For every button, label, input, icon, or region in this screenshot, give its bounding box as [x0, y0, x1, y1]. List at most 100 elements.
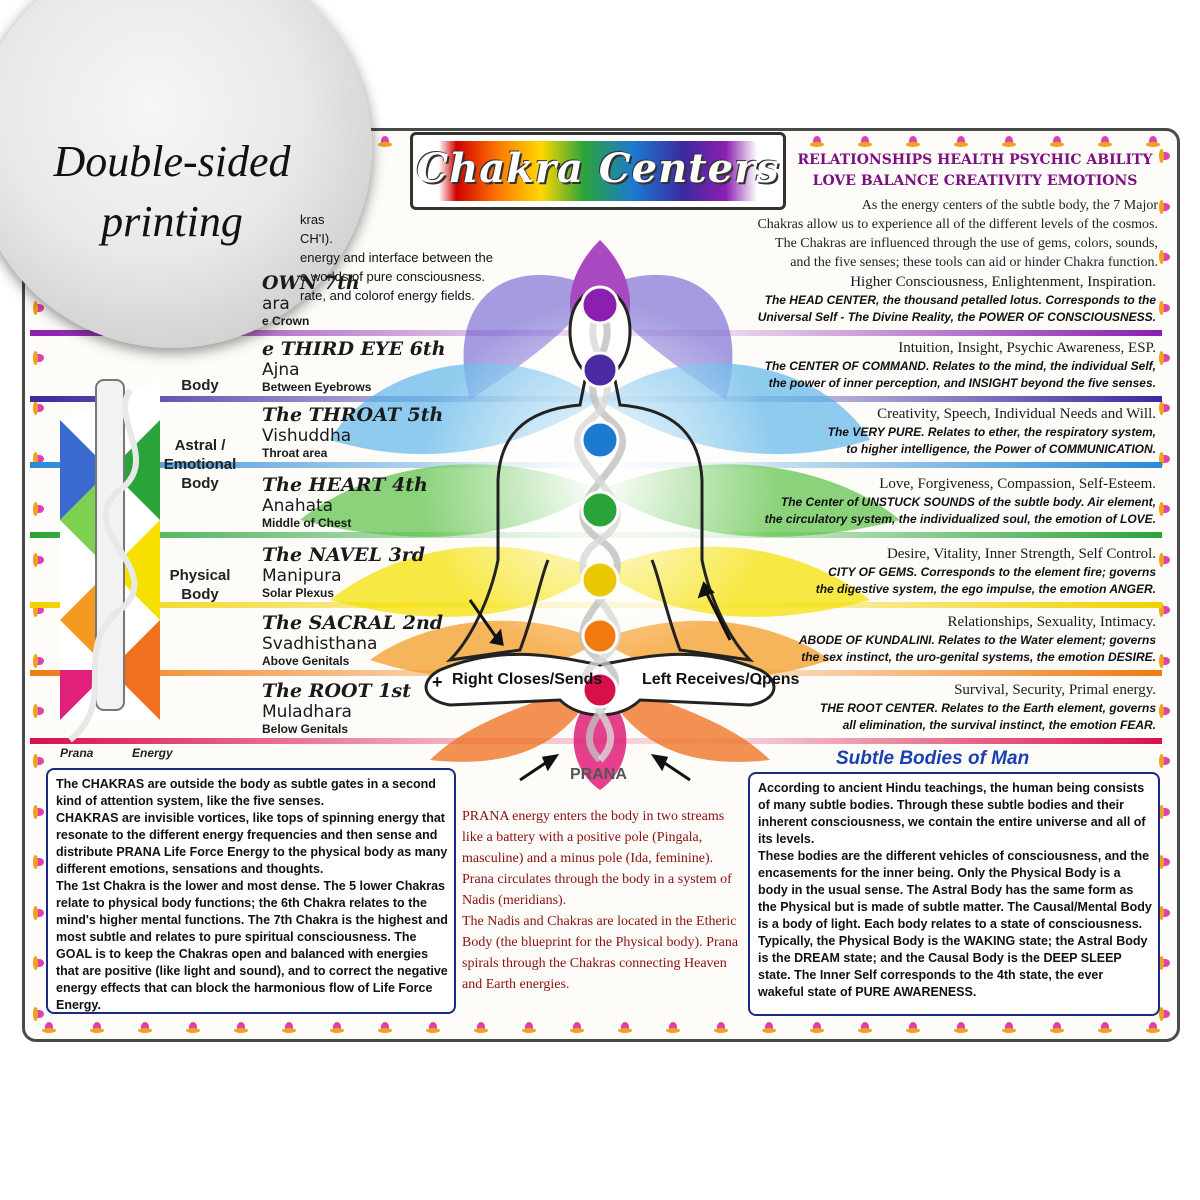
- body-label-causal: Body: [181, 377, 219, 394]
- flower-ornament-icon: [282, 1022, 296, 1034]
- keywords-line-2: LOVE BALANCE CREATIVITY EMOTIONS: [812, 173, 1138, 189]
- intro-right-line: The Chakras are influenced through the u…: [775, 236, 1158, 251]
- chakra-description: THE ROOT CENTER. Relates to the Earth el…: [819, 701, 1156, 715]
- subtle-bodies-box: According to ancient Hindu teachings, th…: [748, 772, 1160, 1016]
- paragraph: CHAKRAS are invisible vortices, like top…: [56, 811, 448, 876]
- intro-left-line: energy and interface between the: [300, 250, 493, 265]
- chakra-location: Solar Plexus: [262, 586, 335, 600]
- intro-text-right: As the energy centers of the subtle body…: [668, 196, 1158, 272]
- flower-ornament-icon: [1146, 136, 1160, 148]
- chakra-location: e Crown: [262, 314, 310, 328]
- chakra-qualities: Creativity, Speech, Individual Needs and…: [877, 406, 1156, 422]
- intro-left-line: kras: [300, 212, 325, 227]
- flower-ornament-icon: [42, 1022, 56, 1034]
- paragraph: The CHAKRAS are outside the body as subt…: [56, 777, 436, 808]
- chakra-sanskrit: Vishuddha: [262, 426, 352, 446]
- chakra-description: The HEAD CENTER, the thousand petalled l…: [764, 293, 1156, 307]
- chakra-name: The HEART 4th: [262, 474, 428, 496]
- chakra-sanskrit: Anahata: [262, 496, 334, 516]
- body-label-physical: Physical Body: [169, 567, 231, 603]
- flower-ornament-icon: [474, 1022, 488, 1034]
- flower-ornament-icon: [1098, 136, 1112, 148]
- chakra-description: ABODE OF KUNDALINI. Relates to the Water…: [798, 633, 1156, 647]
- flower-ornament-icon: [1050, 1022, 1064, 1034]
- chakra-row-right: Intuition, Insight, Psychic Awareness, E…: [700, 338, 1156, 392]
- prana-label: PRANA: [570, 766, 627, 783]
- left-hand-label: Left Receives/Opens: [642, 671, 800, 688]
- paragraph: PRANA energy enters the body in two stre…: [462, 809, 732, 908]
- flower-ornament-icon: [954, 1022, 968, 1034]
- chakra-sanskrit: Muladhara: [262, 702, 352, 722]
- bottom-flower-border: [25, 1019, 1177, 1037]
- flower-ornament-icon: [858, 136, 872, 148]
- rainbow-banner: [421, 141, 775, 201]
- paragraph: According to ancient Hindu teachings, th…: [758, 781, 1146, 846]
- spine-label-energy: Energy: [132, 746, 173, 760]
- flower-ornament-icon: [810, 136, 824, 148]
- chakra-sanskrit: ara: [262, 294, 290, 314]
- chakra-description: the digestive system, the ego impulse, t…: [815, 582, 1156, 596]
- chakra-location: Throat area: [262, 446, 328, 460]
- intro-right-line: Chakras allow us to experience all of th…: [757, 217, 1158, 232]
- flower-ornament-icon: [1098, 1022, 1112, 1034]
- chakra-qualities: Survival, Security, Primal energy.: [954, 682, 1156, 698]
- flower-ornament-icon: [762, 1022, 776, 1034]
- flower-ornament-icon: [138, 1022, 152, 1034]
- chakra-qualities: Intuition, Insight, Psychic Awareness, E…: [898, 340, 1156, 356]
- chakra-name: e THIRD EYE 6th: [262, 338, 446, 360]
- intro-right-line: As the energy centers of the subtle body…: [861, 198, 1158, 213]
- chakra-location: Below Genitals: [262, 722, 349, 736]
- chakra-sanskrit: Ajna: [262, 360, 300, 380]
- chakra-name: The SACRAL 2nd: [262, 612, 444, 634]
- flower-ornament-icon: [426, 1022, 440, 1034]
- keywords: RELATIONSHIPS HEALTH PSYCHIC ABILITY LOV…: [790, 150, 1160, 192]
- chakra-row-right: Love, Forgiveness, Compassion, Self-Este…: [700, 474, 1156, 528]
- prana-info-text: PRANA energy enters the body in two stre…: [462, 806, 746, 995]
- chakra-row-right: Survival, Security, Primal energy. THE RO…: [700, 680, 1156, 734]
- intro-right-line: and the five senses; these tools can aid…: [790, 255, 1158, 270]
- chakras-info-box: The CHAKRAS are outside the body as subt…: [46, 768, 456, 1014]
- flower-ornament-icon: [666, 1022, 680, 1034]
- intro-left-line: CH'I).: [300, 231, 333, 246]
- double-sided-sticker: Double-sided printing: [0, 0, 372, 348]
- paragraph: These bodies are the different vehicles …: [758, 849, 1152, 999]
- flower-ornament-icon: [810, 1022, 824, 1034]
- chakra-sanskrit: Svadhisthana: [262, 634, 378, 654]
- minus-sign: -: [756, 672, 762, 692]
- keywords-line-1: RELATIONSHIPS HEALTH PSYCHIC ABILITY: [797, 152, 1153, 168]
- chakra-description: The VERY PURE. Relates to ether, the res…: [827, 425, 1156, 439]
- right-hand-label: Right Closes/Sends: [452, 671, 603, 688]
- sticker-line-1: Double-sided: [53, 137, 291, 186]
- intro-left-line: e worlds of pure consciousness.: [300, 269, 485, 284]
- chakra-description: the power of inner perception, and INSIG…: [768, 376, 1156, 390]
- chakra-description: the circulatory system, the individualiz…: [764, 512, 1156, 526]
- flower-ornament-icon: [618, 1022, 632, 1034]
- flower-ornament-icon: [858, 1022, 872, 1034]
- chakra-location: Middle of Chest: [262, 516, 352, 530]
- flower-ornament-icon: [186, 1022, 200, 1034]
- chakra-qualities: Love, Forgiveness, Compassion, Self-Este…: [879, 476, 1156, 492]
- body-label-astral: Astral / Emotional Body: [163, 437, 237, 492]
- flower-ornament-icon: [1050, 136, 1064, 148]
- chakra-name: The NAVEL 3rd: [262, 544, 426, 566]
- flower-ornament-icon: [234, 1022, 248, 1034]
- chakra-row-right: Creativity, Speech, Individual Needs and…: [700, 404, 1156, 458]
- chakra-qualities: Relationships, Sexuality, Intimacy.: [947, 614, 1156, 630]
- flower-ornament-icon: [570, 1022, 584, 1034]
- chakra-row-right: Relationships, Sexuality, Intimacy. ABODE…: [700, 612, 1156, 666]
- paragraph: The 1st Chakra is the lower and most den…: [56, 879, 448, 1012]
- chakra-description: The Center of UNSTUCK SOUNDS of the subt…: [780, 495, 1156, 509]
- chakra-description: to higher intelligence, the Power of COM…: [846, 442, 1156, 456]
- flower-ornament-icon: [1002, 1022, 1016, 1034]
- chakra-qualities: Higher Consciousness, Enlightenment, Ins…: [850, 274, 1156, 290]
- paragraph: The Nadis and Chakras are located in the…: [462, 914, 739, 992]
- chakra-qualities: Desire, Vitality, Inner Strength, Self C…: [886, 546, 1156, 562]
- chakra-description: Universal Self - The Divine Reality, the…: [757, 310, 1156, 324]
